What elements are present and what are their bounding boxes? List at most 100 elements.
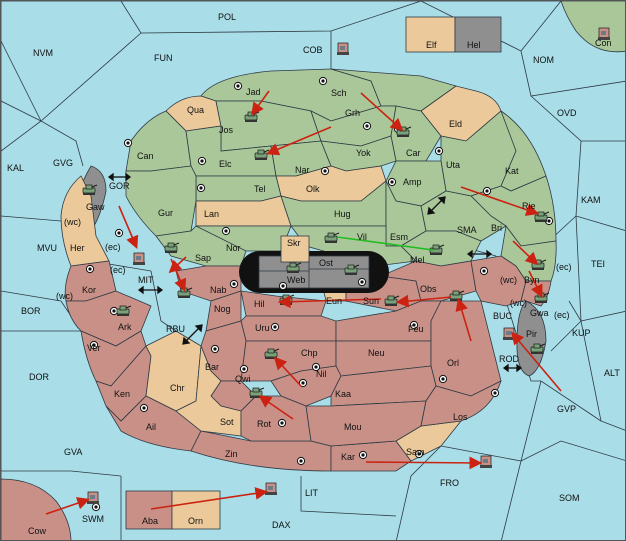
land-label: Mou [344, 422, 362, 432]
land-label: Kar [341, 452, 355, 462]
territory-chr[interactable] [145, 330, 202, 412]
coast-notes: (wc) (ec) (ec) (wc) (wc) (ec) (wc) (ec) [56, 217, 572, 320]
land-label: Hil [254, 299, 265, 309]
sea-label: Hel [467, 40, 481, 50]
coast-note: (ec) [110, 265, 126, 275]
territory-tel[interactable] [195, 175, 282, 202]
land-label: Her [70, 243, 85, 253]
land-label: Uru [255, 323, 270, 333]
sea-label: NVM [33, 48, 53, 58]
land-label: Can [137, 151, 154, 161]
land-label: Tel [254, 184, 266, 194]
land-label: Orl [447, 358, 459, 368]
land-label: Kor [82, 285, 96, 295]
sea-label: NOM [533, 55, 554, 65]
territory-elf[interactable] [405, 16, 456, 53]
sea-label: COB [303, 45, 323, 55]
land-label: Nil [316, 369, 327, 379]
sea-label: MVU [37, 243, 57, 253]
land-label: Sch [331, 88, 347, 98]
land-label: Amp [403, 177, 422, 187]
territory-gur[interactable] [125, 165, 197, 237]
land-label: Nar [295, 165, 310, 175]
land-label: Byn [524, 275, 540, 285]
land-label: Sun [363, 296, 379, 306]
land-label: Obs [420, 284, 437, 294]
land-label: Qwi [235, 374, 251, 384]
sea-label: Con [595, 38, 612, 48]
land-label: Nab [210, 285, 227, 295]
land-label: Olk [306, 184, 320, 194]
territory-pir[interactable] [516, 300, 547, 377]
adjacency-markers [107, 172, 523, 373]
land-label: Yok [356, 148, 371, 158]
land-label: Chr [170, 383, 185, 393]
sea-label: GVP [557, 404, 576, 414]
fleet-unit [336, 42, 350, 56]
territory-hel[interactable] [454, 16, 502, 53]
land-label: Gwa [530, 308, 549, 318]
land-label: Bri [491, 223, 502, 233]
land-label: Sam [406, 447, 425, 457]
land-label: Uta [446, 160, 460, 170]
land-label: Nog [214, 304, 231, 314]
sea-labels: POL NVM FUN COB NOM OVD KAL GVG GOR KAM … [7, 12, 620, 530]
land-labels: Jad Sch Qua Jos Grh Eld Can Car Yok Elc … [28, 87, 549, 536]
sea-label: GVG [53, 158, 73, 168]
territory-ark[interactable] [65, 290, 152, 347]
sea-label: RBU [166, 324, 185, 334]
land-label: Mel [410, 255, 425, 265]
sea-label: KAM [581, 195, 601, 205]
territory-cow[interactable] [1, 478, 72, 541]
territory-aba[interactable] [125, 490, 173, 530]
sea-label: DOR [29, 372, 50, 382]
territory-mou[interactable] [305, 400, 427, 447]
land-label: Web [287, 275, 305, 285]
land-label: Ver [87, 343, 101, 353]
land-label: Gur [158, 208, 173, 218]
coast-note: (ec) [105, 242, 121, 252]
territory-her[interactable] [60, 175, 110, 267]
order-arrows [45, 90, 562, 515]
sea-label: GVA [64, 447, 82, 457]
land-label: Esm [390, 232, 408, 242]
coast-note: (wc) [56, 291, 73, 301]
coast-note: (ec) [554, 310, 570, 320]
sea-label: GOR [109, 181, 130, 191]
fleet-unit [132, 252, 146, 266]
territory-ail[interactable] [105, 395, 202, 452]
land-label: Sot [220, 417, 234, 427]
sea-label: SWM [82, 514, 104, 524]
sea-label: POL [218, 12, 236, 22]
land-label: Rie [522, 201, 536, 211]
land-label: Car [406, 148, 421, 158]
sea-label: FRO [440, 478, 459, 488]
land-label: Ken [114, 389, 130, 399]
territory-sot[interactable] [175, 345, 242, 437]
sea-label: BUC [493, 311, 513, 321]
sea-label: ALT [604, 368, 620, 378]
coast-note: (wc) [64, 217, 81, 227]
land-label: Vil [357, 232, 367, 242]
fleet-unit [264, 482, 278, 496]
coast-note: (wc) [500, 275, 517, 285]
territory-skr[interactable] [280, 235, 310, 263]
land-label: Bar [205, 362, 219, 372]
sea-label: DAX [272, 520, 291, 530]
land-label: Kat [505, 166, 519, 176]
sea-label: FUN [154, 53, 173, 63]
land-label: Skr [287, 238, 301, 248]
land-label: Qua [187, 105, 204, 115]
land-label: Zin [225, 449, 238, 459]
sea-label: OVD [557, 108, 577, 118]
territory-los[interactable] [420, 380, 502, 427]
land-label: Chp [301, 348, 318, 358]
land-label: Jos [219, 125, 234, 135]
land-label: Grh [345, 108, 360, 118]
land-label: Jad [246, 87, 261, 97]
land-label: Ail [146, 422, 156, 432]
territory-orn[interactable] [171, 490, 221, 530]
sea-label: LIT [305, 488, 319, 498]
land-label: Cow [28, 526, 47, 536]
